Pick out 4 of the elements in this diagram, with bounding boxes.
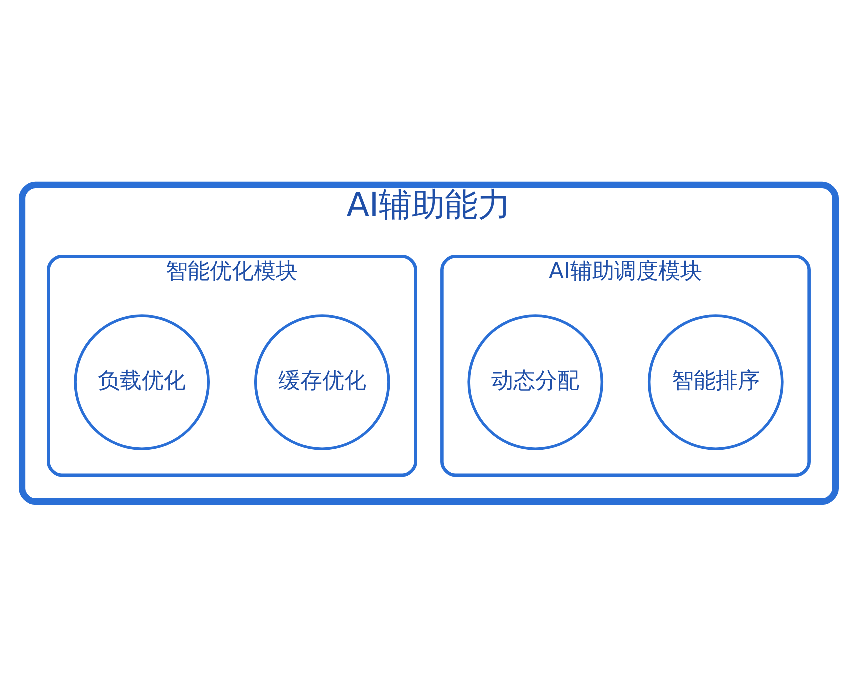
node-circle: 智能排序 [648, 314, 784, 450]
node-circle: 动态分配 [468, 314, 604, 450]
node-circle: 缓存优化 [254, 314, 390, 450]
node-circle: 负载优化 [74, 314, 210, 450]
